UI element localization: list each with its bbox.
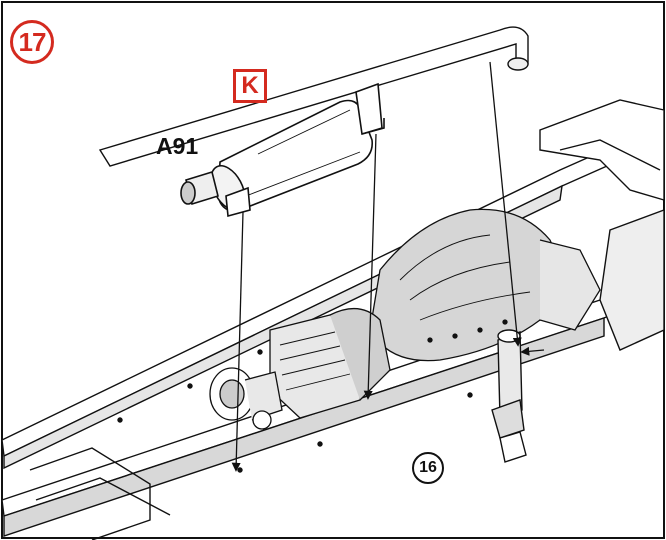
part-number-label: A91 <box>156 133 199 159</box>
arrow-pipe-join <box>520 346 545 356</box>
transmission-assembly <box>209 208 601 430</box>
part-tag-box: K <box>233 69 267 103</box>
step-number-badge: 17 <box>10 20 54 64</box>
muffler-part <box>180 82 385 218</box>
arrow-pipe-connection <box>489 61 522 347</box>
exhaust-pipe <box>98 26 529 463</box>
arrow-front-bracket <box>231 211 244 472</box>
reference-step-number: 16 <box>419 459 437 476</box>
reference-step-badge: 16 <box>412 452 444 484</box>
part-tag-letter: K <box>241 72 259 99</box>
step-number: 17 <box>18 26 47 57</box>
arrow-rear-bracket <box>363 133 377 400</box>
assembly-arrows <box>231 61 545 472</box>
